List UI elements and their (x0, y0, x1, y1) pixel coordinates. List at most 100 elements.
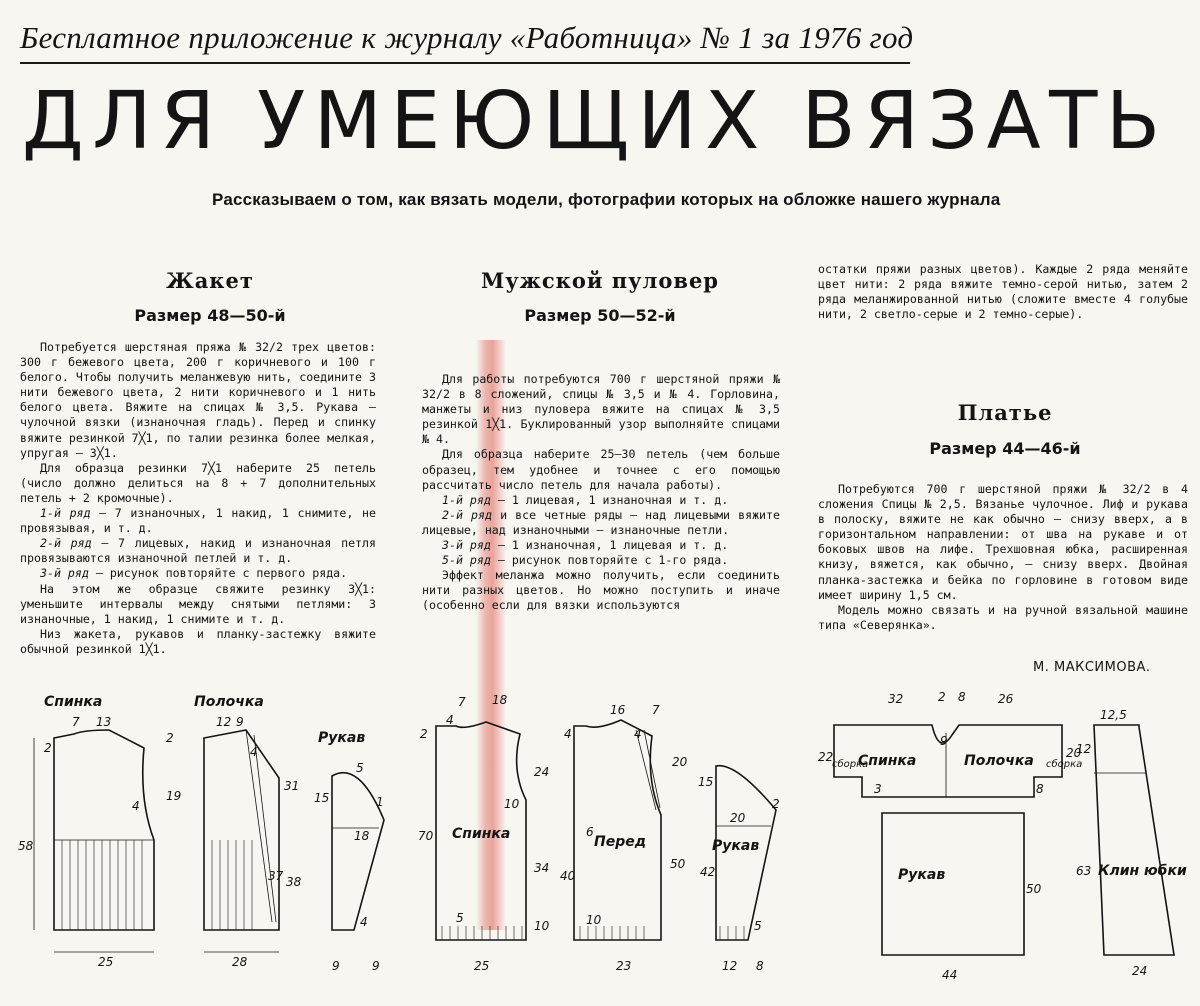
dimension-label: 50 (670, 857, 686, 871)
jacket-row3: 3-й ряд — рисунок повторяйте с первого р… (40, 566, 348, 581)
dress-polochka-label: Полочка (964, 753, 1034, 769)
dimension-label: 18 (492, 693, 508, 707)
dimension-label: 7 (652, 703, 660, 717)
dimension-label: 12,5 (1100, 708, 1127, 722)
jacket-sleeve-shape (331, 771, 385, 931)
dress-title: Платье (957, 400, 1053, 425)
dimension-label: 12 (722, 959, 737, 973)
jacket-rukav-label: Рукав (318, 730, 365, 746)
masthead-text: Бесплатное приложение к журналу «Работни… (20, 20, 914, 55)
dress-skirt-panel-shape (1093, 724, 1175, 956)
pullover-back-shape (435, 721, 527, 941)
jacket-text: Потребуется шерстяная пряжа № 32/2 трех … (20, 340, 376, 657)
dimension-label: 4 (360, 915, 368, 929)
dimension-label: 20 (730, 811, 746, 825)
dress-spinka-label: Спинка (858, 753, 916, 769)
jacket-p2: Для образца резинки 7╳1 наберите 25 пете… (20, 460, 376, 505)
jacket-pattern-diagram: Спинка Полочка Рукав 13 7 2 4 19 58 25 1… (18, 694, 385, 973)
dress-bodice-shape (833, 724, 1063, 798)
author: М. МАКСИМОВА. (1033, 660, 1151, 675)
dimension-label: 20 (672, 755, 688, 769)
dimension-label: 22 (818, 750, 833, 764)
dimension-label: 31 (284, 779, 299, 793)
jacket-row2: 2-й ряд — 7 лицевых, накид и изнаночная … (20, 536, 376, 566)
dimension-label: 10 (504, 797, 520, 811)
dimension-label: 4 (132, 799, 140, 813)
dimension-label: 10 (586, 913, 602, 927)
dimension-label: 4 (564, 727, 572, 741)
dimension-label: 2 (420, 727, 428, 741)
dimension-label: 5 (456, 911, 464, 925)
pullover-p2: Для образца наберите 25—30 петель (чем б… (422, 447, 780, 492)
dimension-label: 70 (418, 829, 434, 843)
dimension-label: 2 (44, 741, 52, 755)
jacket-row1: 1-й ряд — 7 изнаночных, 1 накид, 1 сними… (20, 506, 376, 536)
jacket-size: Размер 48—50-й (134, 306, 286, 325)
jacket-p3: На этом же образце свяжите резинку 3╳1: … (20, 581, 376, 626)
pullover-p1: Для работы потребуются 700 г шерстяной п… (422, 372, 780, 447)
dimension-label: 38 (286, 875, 302, 889)
dimension-label: 26 (998, 692, 1014, 706)
jacket-p1: Потребуется шерстяная пряжа № 32/2 трех … (20, 340, 376, 460)
dimension-label: 1 (376, 795, 384, 809)
dimension-label: 23 (616, 959, 631, 973)
pullover-p3: Эффект меланжа можно получить, если соед… (422, 568, 780, 613)
page-title: ДЛЯ УМЕЮЩИХ ВЯЗАТЬ (22, 75, 1169, 167)
dress-klin-label: Клин юбки (1098, 863, 1187, 879)
dimension-label: 5 (754, 919, 762, 933)
dimension-label: 63 (1076, 864, 1091, 878)
pullover-row2: 2-й ряд и все четные ряды — над лицевыми… (422, 507, 780, 537)
pullover-text: Для работы потребуются 700 г шерстяной п… (422, 372, 780, 614)
dimension-label: 2 (166, 731, 174, 745)
masthead: Бесплатное приложение к журналу «Работни… (20, 20, 914, 64)
pullover-title: Мужской пуловер (480, 268, 719, 293)
dress-text: Потребуются 700 г шерстяной пряжи № 32/2… (818, 482, 1188, 633)
dress-sborka-left: сборка (832, 758, 868, 770)
dimension-label: 25 (98, 955, 113, 969)
pullover-row3: 3-й ряд — 1 изнаночная, 1 лицевая и т. д… (442, 538, 729, 553)
dress-pattern-diagram: Спинка Полочка Рукав Клин юбки сборка сб… (818, 690, 1187, 982)
dimension-label: 42 (700, 865, 715, 879)
pullover-row5: 5-й ряд — рисунок повторяйте с 1-го ряда… (442, 553, 729, 568)
pullover-pattern-diagram: Спинка Перед Рукав 7 18 16 7 4 2 10 24 7… (418, 693, 780, 973)
dimension-label: 9 (236, 715, 244, 729)
dimension-label: 8 (756, 959, 764, 973)
dress-sborka-right: сборка (1046, 758, 1082, 770)
dimension-label: 18 (354, 829, 370, 843)
dimension-label: 24 (534, 765, 549, 779)
dress-p2: Модель можно связать и на ручной вязальн… (818, 602, 1188, 632)
dimension-label: 12 (1076, 742, 1091, 756)
dimension-label: 8 (958, 690, 966, 704)
dress-size: Размер 44—46-й (929, 439, 1081, 458)
pullover-size: Размер 50—52-й (524, 306, 676, 325)
dimension-label: 40 (560, 869, 576, 883)
pullover-rukav-label: Рукав (712, 838, 759, 854)
dimension-label: 20 (1066, 746, 1082, 760)
dimension-label: 6 (586, 825, 594, 839)
dimension-label: 5 (356, 761, 364, 775)
jacket-p4: Низ жакета, рукавов и планку-застежку вя… (20, 626, 376, 656)
subtitle: Рассказываем о том, как вязать модели, ф… (212, 190, 1001, 209)
jacket-polochka-label: Полочка (194, 694, 264, 710)
dimension-label: 4 (250, 745, 258, 759)
dimension-label: 8 (1036, 782, 1044, 796)
dimension-label: 2 (772, 797, 780, 811)
dress-rukav-label: Рукав (898, 867, 945, 883)
dimension-label: 15 (698, 775, 713, 789)
pullover-row1: 1-й ряд — 1 лицевая, 1 изнаночная и т. д… (442, 492, 729, 507)
dimension-label: 19 (166, 789, 181, 803)
jacket-front-shape (203, 729, 280, 931)
dimension-label: 7 (458, 695, 466, 709)
dimension-label: 9 (940, 734, 948, 748)
dimension-label: 9 (372, 959, 380, 973)
dimension-label: 32 (888, 692, 903, 706)
dimension-label: 28 (232, 955, 248, 969)
dimension-label: 13 (96, 715, 111, 729)
dimension-label: 7 (72, 715, 80, 729)
dimension-label: 4 (634, 727, 642, 741)
dimension-label: 10 (534, 919, 550, 933)
dimension-label: 24 (1132, 964, 1147, 978)
dimension-label: 2 (938, 690, 946, 704)
dimension-label: 15 (314, 791, 329, 805)
dimension-label: 12 (216, 715, 231, 729)
